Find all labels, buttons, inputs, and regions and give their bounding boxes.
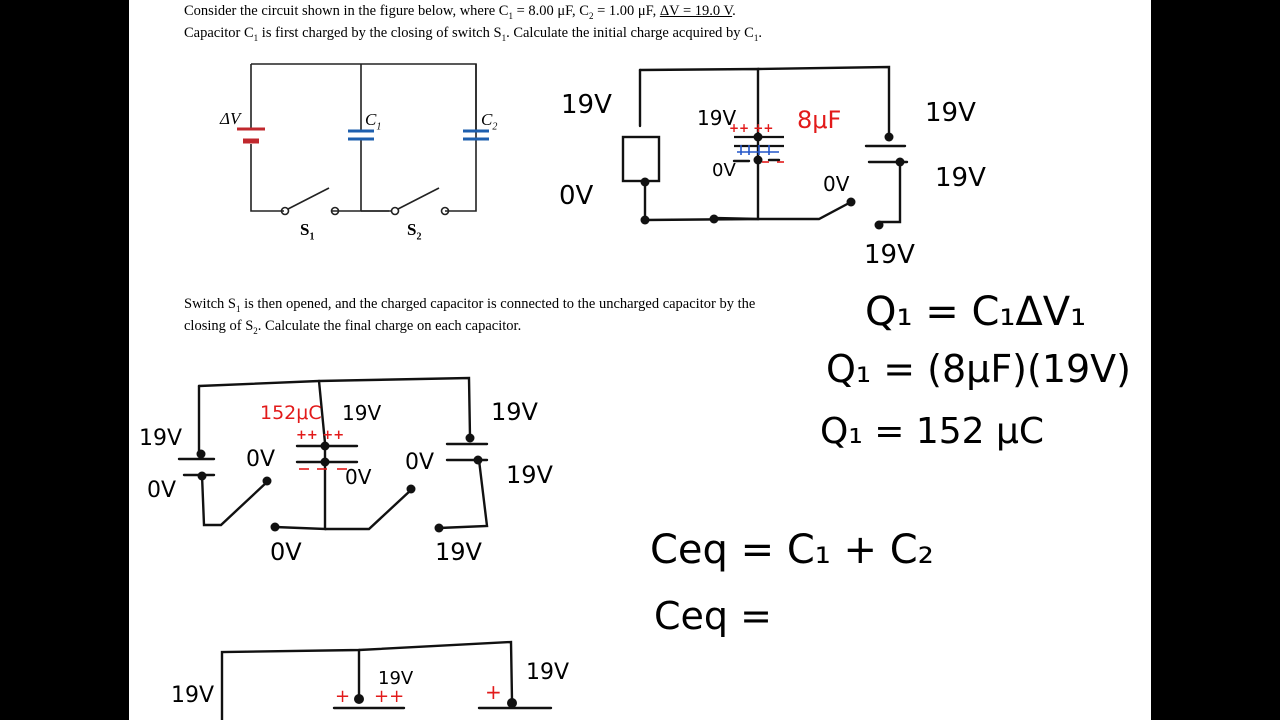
sketch1-negative-charges <box>737 145 779 155</box>
s3-mid-plus: + <box>335 686 351 707</box>
s3-left-voltage: 19V <box>171 683 215 708</box>
s1-c2-mid-voltage: 19V <box>935 163 986 193</box>
equation-q1-substitution: Q₁ = (8μF)(19V) <box>826 347 1132 391</box>
sketch3-dots <box>354 694 517 708</box>
equation-ceq-general: Ceq = C₁ + C₂ <box>650 527 934 573</box>
s2-c2-mid-voltage: 19V <box>506 461 553 489</box>
s2-switch2-voltage: 0V <box>405 450 435 475</box>
s1-left-bottom-voltage: 0V <box>559 181 594 211</box>
s3-right-plus: + <box>485 680 502 704</box>
s1-c2-bottom-voltage: 19V <box>864 240 915 270</box>
s1-c1-top-voltage: 19V <box>697 106 737 130</box>
figure-s2-label: S2 <box>407 220 422 243</box>
sketch2-dots <box>196 433 483 533</box>
s2-left-bottom-voltage: 0V <box>147 478 177 503</box>
problem-line-2: Capacitor C1 is first charged by the clo… <box>184 25 762 43</box>
s2-c2-top-voltage: 19V <box>491 398 538 426</box>
equation-q1-result: Q₁ = 152 μC <box>820 411 1045 452</box>
s3-right-voltage: 19V <box>526 660 570 685</box>
s2-bottom-left-voltage: 0V <box>270 538 302 566</box>
sketch1-dots <box>640 132 905 230</box>
s2-bottom-right-voltage: 19V <box>435 538 482 566</box>
document-page: Consider the circuit shown in the figure… <box>129 0 1151 720</box>
capacitor-c1-symbol <box>348 129 374 141</box>
sketch3-wires <box>220 640 553 720</box>
s1-plus-charges: ++ ++ <box>729 121 774 135</box>
equation-q1-general: Q₁ = C₁ΔV₁ <box>865 289 1087 335</box>
s2-c1-top-voltage: 19V <box>342 401 382 425</box>
figure-dv-label: ΔV <box>220 109 241 128</box>
figure-c2-label: C2 <box>481 110 498 133</box>
figure-s1-label: S1 <box>300 220 315 243</box>
s3-mid-voltage: 19V <box>378 668 414 689</box>
figure-c1-label: C1 <box>365 110 382 133</box>
s1-capacitance: 8μF <box>797 106 842 134</box>
s2-plus-charges: ++ ++ <box>296 428 345 443</box>
sketch1-wires <box>621 65 909 224</box>
sketch2-wires <box>177 376 489 531</box>
s1-left-top-voltage: 19V <box>561 90 612 120</box>
battery-symbol <box>237 127 265 144</box>
s1-c1-bottom-voltage: 0V <box>712 160 736 181</box>
capacitor-c2-symbol <box>463 129 489 141</box>
s3-mid-plus-2: ++ <box>374 686 405 707</box>
delta-v-value: ΔV = 19.0 V <box>659 3 733 19</box>
part2-line-1: Switch S1 is then opened, and the charge… <box>184 296 756 314</box>
s2-battery-side-voltage: 0V <box>246 447 276 472</box>
s1-switch2-voltage: 0V <box>823 172 850 196</box>
problem-line-1: Consider the circuit shown in the figure… <box>184 3 736 21</box>
part2-line-2: closing of S2. Calculate the final charg… <box>184 318 522 336</box>
s2-c1-bottom-voltage: 0V <box>345 465 372 489</box>
s1-c2-top-voltage: 19V <box>925 98 976 128</box>
equation-ceq-value: Ceq = <box>654 594 772 638</box>
s2-charge-label: 152μC <box>260 402 322 424</box>
drawing-layer <box>177 63 909 720</box>
s2-left-top-voltage: 19V <box>139 426 183 451</box>
